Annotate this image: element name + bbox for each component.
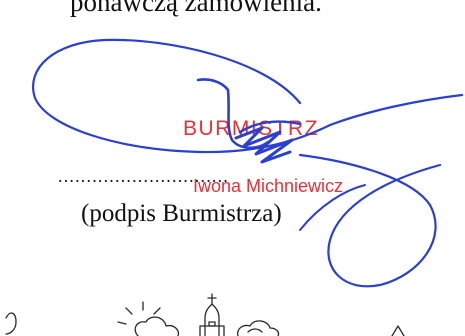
signature-line: .............................. [58, 166, 229, 186]
signature-caption: (podpis Burmistrza) [81, 200, 282, 227]
stamp-name: Iwona Michniewicz [193, 176, 344, 196]
body-text-fragment: ponawczą zamówienia. [70, 0, 322, 17]
